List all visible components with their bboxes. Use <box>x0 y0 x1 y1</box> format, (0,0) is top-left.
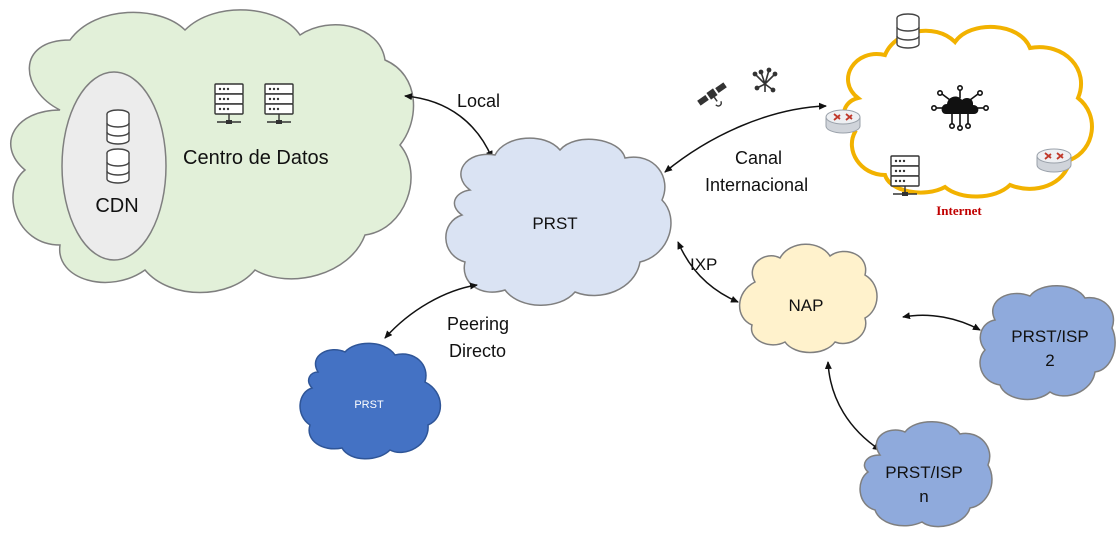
peering-label-line1: Peering <box>447 314 509 334</box>
nap-cloud <box>738 243 878 354</box>
nap-isp2-arrow <box>902 312 981 331</box>
prst-main-label: PRST <box>532 214 577 233</box>
ixp-arrow <box>677 241 739 303</box>
satellite-icon <box>697 82 727 107</box>
peering-label-line2: Directo <box>449 341 506 361</box>
prst-small-label: PRST <box>354 399 384 411</box>
ispn-label-line1: PRST/ISP <box>885 463 962 482</box>
database-icon <box>106 109 130 145</box>
nap-ispn-arrow <box>824 361 881 451</box>
cloud-network-icon <box>930 84 989 131</box>
peering-arrow <box>384 282 478 339</box>
canal-arrow <box>664 102 827 173</box>
prst-cloud <box>445 137 672 306</box>
router-icon <box>825 109 861 134</box>
database-icon <box>106 148 130 184</box>
local-arrow <box>404 93 493 159</box>
canal-label-line2: Internacional <box>705 175 808 195</box>
nap-label: NAP <box>789 296 824 315</box>
ixp-label: IXP <box>690 255 717 274</box>
cdn-label: CDN <box>95 195 138 217</box>
ispn-cloud <box>859 421 993 528</box>
fiber-optic-icon <box>752 67 778 93</box>
datacenter-label: Centro de Datos <box>183 147 329 169</box>
database-icon <box>896 13 920 49</box>
isp2-cloud <box>979 285 1116 401</box>
internet-label: Internet <box>936 203 982 218</box>
router-icon <box>1036 148 1072 173</box>
prst-small-cloud <box>299 342 442 460</box>
isp2-label-line2: 2 <box>1045 351 1054 370</box>
ispn-label-line2: n <box>919 487 928 506</box>
local-label: Local <box>457 91 500 111</box>
canal-label-line1: Canal <box>735 148 782 168</box>
isp2-label-line1: PRST/ISP <box>1011 327 1088 346</box>
